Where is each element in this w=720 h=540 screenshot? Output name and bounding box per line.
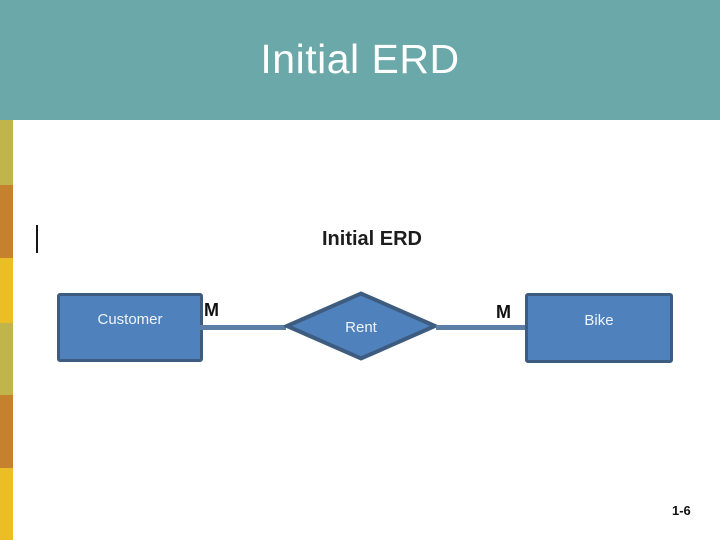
slide-title: Initial ERD (260, 35, 460, 82)
sidebar-stripe (0, 185, 13, 258)
entity-customer-label: Customer (97, 311, 163, 328)
connector-right (436, 325, 526, 330)
relationship-rent: Rent (284, 291, 438, 361)
sidebar-stripe (0, 395, 13, 468)
entity-bike-label: Bike (584, 311, 614, 329)
text-cursor (36, 225, 38, 253)
entity-customer: Customer (57, 293, 203, 362)
sidebar-stripes (0, 120, 13, 540)
sidebar-stripe (0, 120, 13, 185)
sidebar-stripe (0, 323, 13, 395)
header-band: Initial ERD (0, 0, 720, 120)
connector-left (200, 325, 286, 330)
sidebar-stripe (0, 468, 13, 540)
diamond-shape (284, 291, 438, 361)
page-number: 1-6 (672, 503, 691, 518)
cardinality-left-label: M (204, 300, 219, 320)
relationship-rent-label: Rent (345, 319, 377, 336)
cardinality-right-label: M (496, 302, 511, 322)
entity-bike: Bike (525, 293, 673, 363)
diagram-title: Initial ERD (321, 228, 422, 250)
sidebar-stripe (0, 258, 13, 323)
